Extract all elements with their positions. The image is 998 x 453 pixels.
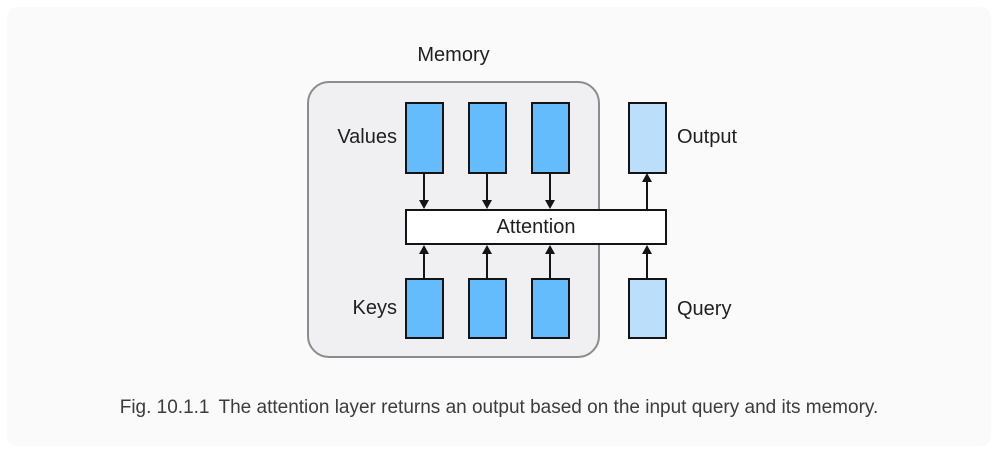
output-box — [628, 102, 667, 174]
attention-label: Attention — [496, 215, 576, 238]
query-arrow — [641, 245, 653, 278]
value-arrow-2 — [481, 173, 493, 209]
arrow-up-icon — [642, 245, 652, 254]
output-arrow — [641, 173, 653, 209]
arrow-down-icon — [419, 200, 429, 209]
query-box — [628, 278, 667, 339]
value-arrow-1 — [418, 173, 430, 209]
value-box-2 — [468, 102, 507, 174]
arrow-up-icon — [419, 245, 429, 254]
arrow-down-icon — [545, 200, 555, 209]
key-box-3 — [531, 278, 570, 339]
key-arrow-2 — [481, 245, 493, 278]
value-arrow-3 — [544, 173, 556, 209]
key-box-1 — [405, 278, 444, 339]
key-arrow-1 — [418, 245, 430, 278]
key-arrow-3 — [544, 245, 556, 278]
key-box-2 — [468, 278, 507, 339]
arrow-up-icon — [642, 173, 652, 182]
attention-box: Attention — [405, 209, 667, 245]
value-box-3 — [531, 102, 570, 174]
arrow-up-icon — [545, 245, 555, 254]
figure-caption: Fig. 10.1.1 The attention layer returns a… — [0, 397, 998, 419]
values-label: Values — [337, 126, 397, 148]
memory-label: Memory — [417, 44, 490, 66]
arrow-down-icon — [482, 200, 492, 209]
figure-caption-text: The attention layer returns an output ba… — [218, 397, 879, 418]
arrow-up-icon — [482, 245, 492, 254]
query-label: Query — [677, 298, 732, 320]
value-box-1 — [405, 102, 444, 174]
figure-number: Fig. 10.1.1 — [119, 397, 210, 418]
keys-label: Keys — [352, 297, 397, 319]
output-label: Output — [677, 126, 738, 148]
